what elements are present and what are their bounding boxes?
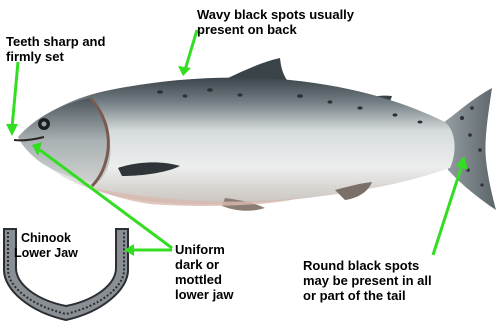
- arrow-round-spots: [433, 165, 462, 255]
- salmon-fish: [14, 58, 496, 211]
- label-teeth: Teeth sharp and firmly set: [6, 34, 105, 64]
- label-jaw-title: Chinook Lower Jaw: [14, 231, 78, 261]
- label-uniform-jaw: Uniform dark or mottled lower jaw: [175, 242, 234, 302]
- arrow-wavy-spots-head: [178, 66, 191, 76]
- label-round-spots: Round black spots may be present in all …: [303, 258, 432, 303]
- arrow-wavy-spots: [185, 30, 197, 70]
- arrow-teeth-head: [6, 124, 18, 136]
- arrow-teeth: [12, 62, 18, 128]
- fish-eye-highlight: [42, 122, 47, 127]
- label-wavy-spots: Wavy black spots usually present on back: [197, 7, 354, 37]
- fish-head: [18, 98, 110, 183]
